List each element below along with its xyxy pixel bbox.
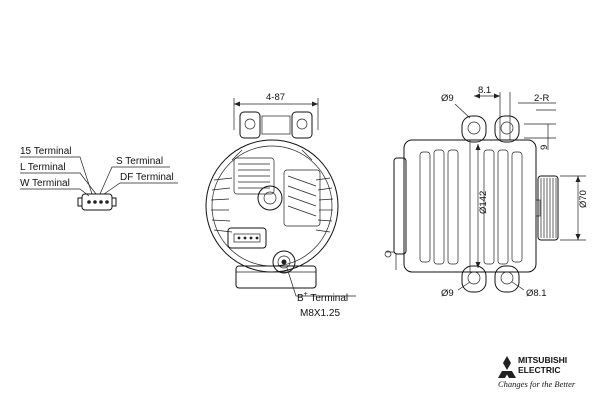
dim-corner-radius: 2-R <box>534 93 549 104</box>
label-b-terminal-thread: M8X1.25 <box>300 308 340 319</box>
dim-hole-bottom-left: Ø9 <box>441 288 454 299</box>
pulley-icon <box>535 175 559 241</box>
dim-body-diameter: Ø142 <box>478 191 489 214</box>
dim-offset-side: 9 <box>539 145 550 150</box>
front-view: 4-87 <box>205 92 356 319</box>
connector-callouts: 15 Terminal L Terminal W Terminal S Term… <box>20 146 178 211</box>
brand-name-line2: ELECTRIC <box>518 365 561 375</box>
label-s-terminal: S Terminal <box>116 156 163 167</box>
label-l-terminal: L Terminal <box>20 162 66 173</box>
brand-name-line1: MITSUBISHI <box>518 355 567 365</box>
three-diamonds-icon <box>498 356 516 378</box>
side-view: Ø9 8.1 2-R 9 <box>384 85 589 299</box>
connector-socket-icon <box>227 227 267 249</box>
dim-pulley-diameter: Ø70 <box>578 190 589 208</box>
connector-plug-icon <box>77 193 117 211</box>
brand-tagline: Changes for the Better <box>498 379 576 389</box>
dim-offset-top: 8.1 <box>478 85 491 96</box>
dim-hole-bottom-right: Ø8.1 <box>526 288 547 299</box>
label-w-terminal: W Terminal <box>20 178 70 189</box>
mitsubishi-electric-logo: MITSUBISHI ELECTRIC Changes for the Bett… <box>498 355 576 389</box>
label-b-terminal: B+ Terminal <box>297 291 348 304</box>
b-terminal-stud-icon <box>272 250 296 274</box>
dim-4-87: 4-87 <box>266 92 285 103</box>
dim-hole-top-left: Ø9 <box>441 93 454 104</box>
label-df-terminal: DF Terminal <box>120 172 174 183</box>
label-15-terminal: 15 Terminal <box>20 146 72 157</box>
